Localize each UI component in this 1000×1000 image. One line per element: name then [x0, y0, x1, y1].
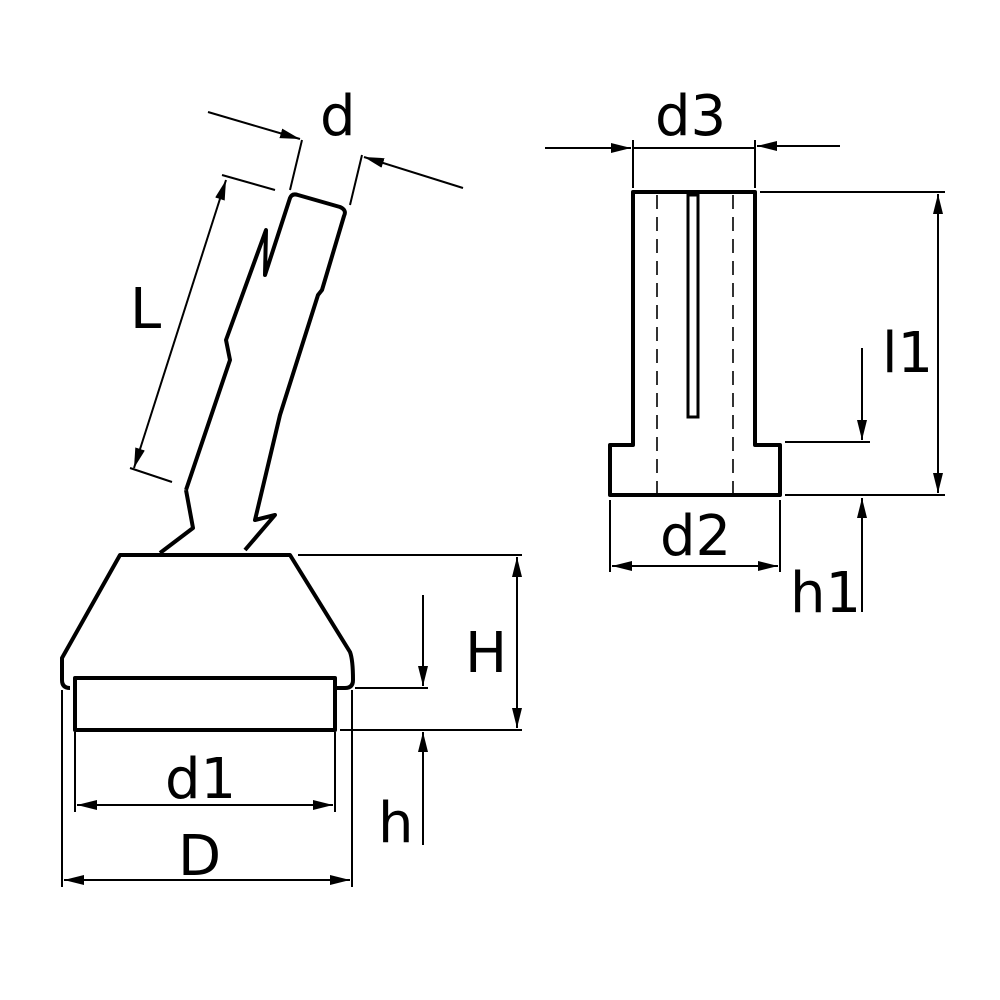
leveling-foot — [60, 192, 355, 732]
label-h: h — [378, 791, 414, 856]
threaded-insert — [608, 190, 782, 497]
label-d: d — [320, 84, 356, 149]
dimension-lines — [61, 111, 945, 887]
label-l1: l1 — [882, 321, 933, 386]
threaded-stem — [158, 192, 347, 555]
label-D: D — [178, 824, 221, 889]
label-d2: d2 — [660, 504, 731, 569]
foot-pad — [73, 676, 337, 732]
dimension-labels: d L d3 l1 d2 h1 H d1 D h — [130, 84, 933, 889]
foot-base — [60, 553, 355, 690]
insert-slot — [686, 193, 700, 419]
label-d3: d3 — [655, 84, 726, 149]
label-L: L — [130, 277, 161, 342]
label-H: H — [465, 621, 507, 686]
insert-body — [608, 190, 782, 497]
label-h1: h1 — [790, 561, 861, 626]
label-d1: d1 — [165, 747, 236, 812]
